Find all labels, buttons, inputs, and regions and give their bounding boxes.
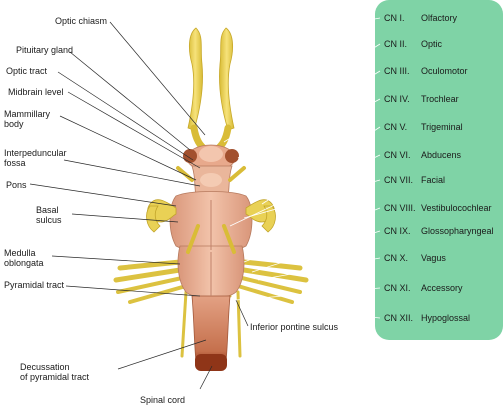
label-basal-sulcus: Basal sulcus: [36, 205, 62, 225]
cn-number: CN X.: [384, 253, 409, 263]
cn-number: CN V.: [384, 122, 408, 132]
olfactory-tracts: [187, 27, 235, 131]
cn-number: CN IV.: [384, 94, 410, 104]
label-optic-tract: Optic tract: [6, 66, 48, 76]
cn-name: Trochlear: [421, 94, 459, 104]
cn-name: Vagus: [421, 253, 446, 263]
cn-name: Hypoglossal: [421, 313, 471, 323]
label-pituitary-gland: Pituitary gland: [16, 45, 74, 55]
label-inferior-pontine-sulcus: Inferior pontine sulcus: [250, 322, 339, 332]
cn-number: CN XI.: [384, 283, 411, 293]
label-mammillary-body: Mammillary body: [4, 109, 50, 129]
cn-number: CN I.: [384, 13, 405, 23]
cn-name: Facial: [421, 175, 446, 185]
cranial-nerve-panel: [375, 0, 503, 340]
label-spinal-cord: Spinal cord: [140, 395, 186, 405]
label-decussation: Decussation of pyramidal tract: [20, 362, 90, 382]
label-pons: Pons: [6, 180, 27, 190]
cn-name: Abducens: [421, 150, 462, 160]
cn-name: Olfactory: [421, 13, 458, 23]
right-leader-lines: [223, 17, 381, 319]
cn-number: CN XII.: [384, 313, 414, 323]
cn-name: Oculomotor: [421, 66, 468, 76]
cn-number: CN IX.: [384, 226, 411, 236]
label-optic-chiasm: Optic chiasm: [55, 16, 108, 26]
cn-number: CN VIII.: [384, 203, 416, 213]
label-pyramidal-tract: Pyramidal tract: [4, 280, 65, 290]
cn-number: CN III.: [384, 66, 410, 76]
label-medulla-oblongata: Medulla oblongata: [4, 248, 44, 268]
cn-number: CN VII.: [384, 175, 414, 185]
abducens-facial-nerves: [176, 166, 246, 254]
cn-number: CN VI.: [384, 150, 411, 160]
cn-name: Glossopharyngeal: [421, 226, 494, 236]
cn-name: Trigeminal: [421, 122, 463, 132]
cn-name: Optic: [421, 39, 443, 49]
cn-name: Vestibulocochlear: [421, 203, 492, 213]
label-interpeduncular-fossa: Interpeduncular fossa: [4, 148, 67, 168]
cn-name: Accessory: [421, 283, 463, 293]
brainstem-body: [169, 144, 253, 371]
cn-number: CN II.: [384, 39, 408, 49]
label-midbrain-level: Midbrain level: [8, 87, 64, 97]
left-leader-lines: [29, 21, 249, 390]
